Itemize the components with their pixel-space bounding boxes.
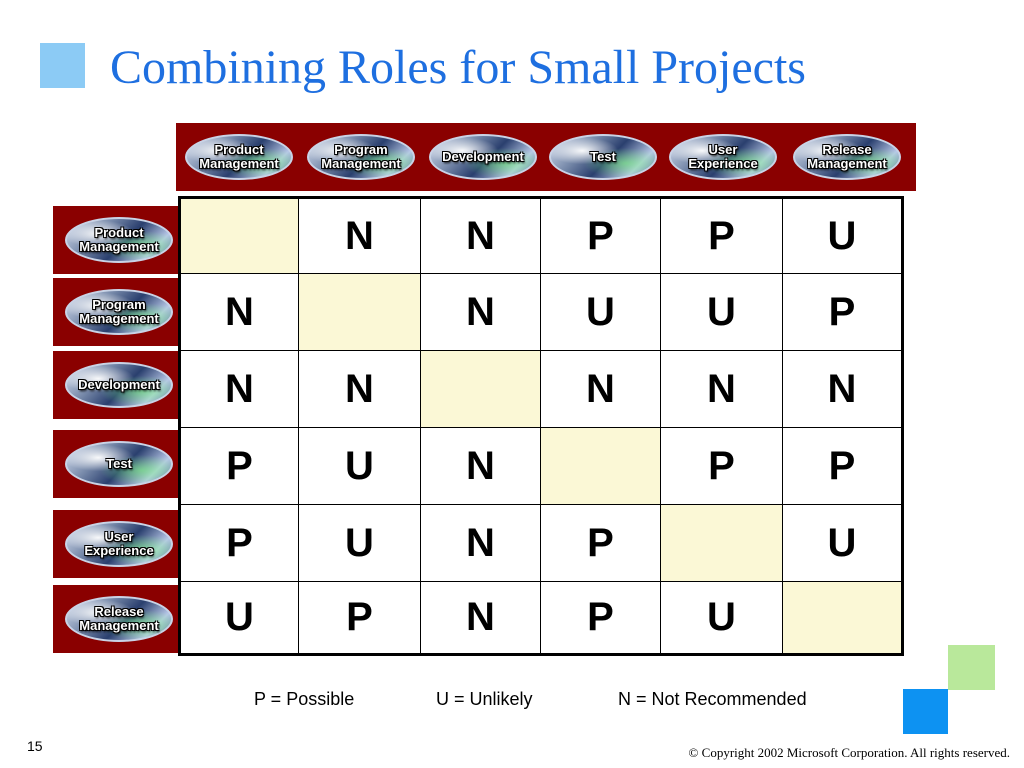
- legend-not-recommended: N = Not Recommended: [618, 689, 807, 709]
- role-badge: Development: [65, 362, 173, 408]
- matrix-cell: U: [181, 582, 299, 653]
- column-header-test: Test: [544, 127, 662, 187]
- matrix-cell-diagonal: [181, 199, 299, 274]
- matrix-cell: P: [661, 428, 783, 505]
- role-label-line1: Test: [106, 456, 132, 471]
- role-label-line2: Management: [79, 311, 159, 326]
- matrix-cell: N: [421, 505, 541, 582]
- decoration-green-square: [948, 645, 995, 690]
- matrix-cell: N: [421, 274, 541, 351]
- matrix-cell: N: [541, 351, 661, 428]
- matrix-cell-diagonal: [421, 351, 541, 428]
- role-label-line2: Management: [199, 156, 279, 171]
- matrix-cell: P: [783, 428, 901, 505]
- matrix-cell: N: [421, 199, 541, 274]
- matrix-cell: N: [299, 351, 421, 428]
- title-decoration-square: [40, 43, 85, 88]
- page-number: 15: [27, 738, 43, 754]
- role-label-line1: Program: [92, 297, 146, 312]
- matrix-cell-diagonal: [783, 582, 901, 653]
- role-badge: Test: [549, 134, 657, 180]
- role-compatibility-matrix: N N P P U N N U U P N N N N N P U N P P …: [178, 196, 904, 656]
- matrix-cell: U: [661, 274, 783, 351]
- matrix-cell: U: [299, 505, 421, 582]
- row-header-development: Development: [53, 351, 185, 419]
- decoration-blue-square: [903, 689, 948, 734]
- matrix-cell: P: [783, 274, 901, 351]
- matrix-cell: P: [181, 505, 299, 582]
- matrix-cell: P: [181, 428, 299, 505]
- role-label-line2: Management: [321, 156, 401, 171]
- matrix-cell: P: [299, 582, 421, 653]
- matrix-cell: N: [421, 582, 541, 653]
- role-label-line1: User: [104, 529, 134, 544]
- role-label-line2: Experience: [84, 543, 154, 558]
- role-label-line1: Product: [214, 142, 264, 157]
- matrix-cell: N: [421, 428, 541, 505]
- matrix-cell: P: [541, 199, 661, 274]
- role-label-line2: Management: [79, 618, 159, 633]
- matrix-cell: P: [541, 582, 661, 653]
- role-label-line1: Program: [334, 142, 388, 157]
- matrix-cell: U: [299, 428, 421, 505]
- matrix-cell: U: [783, 505, 901, 582]
- matrix-cell: N: [661, 351, 783, 428]
- role-label-line1: Product: [94, 225, 144, 240]
- role-label-line1: Release: [94, 604, 144, 619]
- matrix-cell: N: [299, 199, 421, 274]
- matrix-cell: N: [783, 351, 901, 428]
- row-header-test: Test: [53, 430, 185, 498]
- matrix-cell: U: [661, 582, 783, 653]
- matrix-cell-diagonal: [661, 505, 783, 582]
- matrix-cell: U: [541, 274, 661, 351]
- matrix-cell: U: [783, 199, 901, 274]
- role-badge: Test: [65, 441, 173, 487]
- role-label-line1: Development: [442, 149, 524, 164]
- role-label-line1: Development: [78, 377, 160, 392]
- column-header-development: Development: [424, 127, 542, 187]
- legend-possible: P = Possible: [254, 689, 355, 709]
- slide-title: Combining Roles for Small Projects: [110, 41, 806, 94]
- matrix-cell: N: [181, 351, 299, 428]
- matrix-cell: P: [541, 505, 661, 582]
- matrix-cell-diagonal: [299, 274, 421, 351]
- role-label-line2: Management: [79, 239, 159, 254]
- matrix-cell: P: [661, 199, 783, 274]
- role-label-line2: Management: [807, 156, 887, 171]
- role-label-line1: User: [708, 142, 738, 157]
- role-label-line1: Release: [822, 142, 872, 157]
- legend-unlikely: U = Unlikely: [436, 689, 533, 709]
- matrix-cell-diagonal: [541, 428, 661, 505]
- matrix-cell: N: [181, 274, 299, 351]
- role-label-line1: Test: [590, 149, 616, 164]
- copyright-notice: © Copyright 2002 Microsoft Corporation. …: [688, 745, 1010, 760]
- role-badge: Development: [429, 134, 537, 180]
- role-label-line2: Experience: [688, 156, 758, 171]
